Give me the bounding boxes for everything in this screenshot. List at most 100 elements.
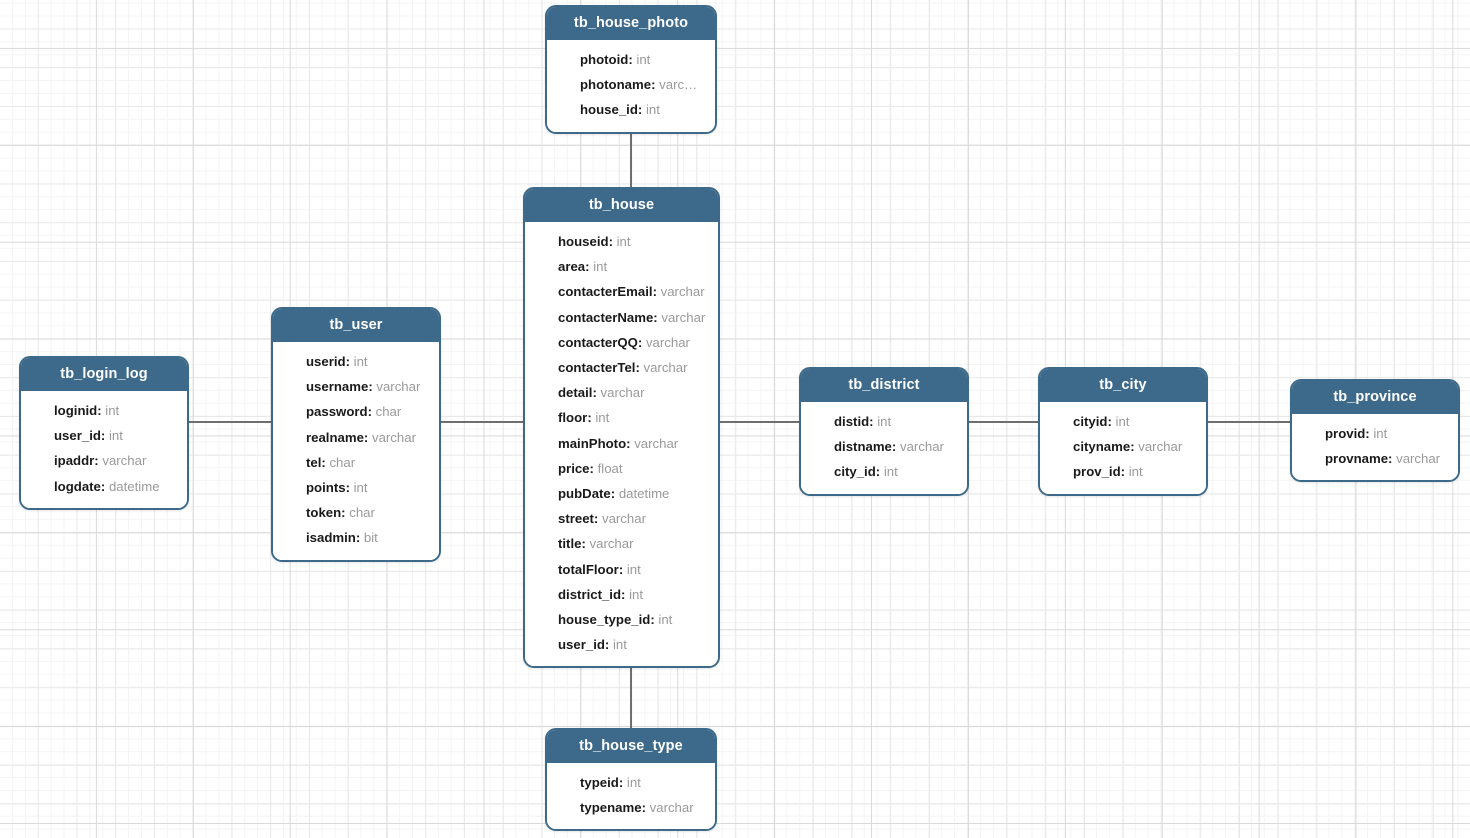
field-row[interactable]: city_id: int [801, 459, 967, 484]
field-row[interactable]: user_id: int [21, 423, 187, 448]
field-row[interactable]: typeid: int [547, 770, 715, 795]
field-row[interactable]: distname: varchar [801, 434, 967, 459]
field-row[interactable]: contacterName: varchar [525, 305, 718, 330]
field-row[interactable]: provid: int [1292, 421, 1458, 446]
field-type: int [353, 354, 368, 369]
field-row[interactable]: district_id: int [525, 582, 718, 607]
field-row[interactable]: totalFloor: int [525, 557, 718, 582]
field-row[interactable]: password: char [273, 399, 439, 424]
field-row[interactable]: area: int [525, 254, 718, 279]
connector-city-province[interactable] [1208, 421, 1290, 423]
connector-photo-house[interactable] [630, 131, 632, 187]
field-row[interactable]: title: varchar [525, 531, 718, 556]
field-type: varchar [589, 536, 634, 552]
field-separator: : [100, 478, 109, 494]
field-separator: : [618, 775, 627, 790]
field-name: prov_id [1073, 464, 1121, 480]
field-row[interactable]: user_id: int [525, 632, 718, 657]
field-name: pubDate [558, 486, 611, 502]
field-separator: : [637, 102, 646, 118]
field-name: cityname [1073, 439, 1131, 455]
field-type: int [645, 102, 660, 118]
field-row[interactable]: photoname: varc… [547, 72, 715, 97]
field-row[interactable]: contacterEmail: varchar [525, 279, 718, 304]
field-separator: : [637, 334, 646, 350]
field-name: title [558, 536, 582, 552]
field-name: detail [558, 385, 593, 401]
field-type: varchar [645, 334, 690, 350]
field-row[interactable]: photoid: int [547, 47, 715, 72]
field-name: house_id [580, 102, 638, 118]
field-row[interactable]: street: varchar [525, 506, 718, 531]
field-name: points [306, 480, 346, 496]
field-type: varchar [661, 309, 706, 325]
field-type: varchar [102, 453, 147, 469]
connector-district-city[interactable] [969, 421, 1038, 423]
field-type: varchar [371, 429, 416, 445]
field-type: int [636, 52, 651, 67]
field-separator: : [891, 439, 900, 455]
field-row[interactable]: isadmin: bit [273, 525, 439, 550]
field-separator: : [608, 234, 617, 249]
field-name: tel [306, 454, 322, 470]
field-row[interactable]: userid: int [273, 349, 439, 374]
field-name: district_id [558, 586, 622, 602]
field-type: char [349, 505, 375, 521]
field-row[interactable]: logdate: datetime [21, 474, 187, 499]
field-row[interactable]: loginid: int [21, 398, 187, 423]
field-row[interactable]: houseid: int [525, 229, 718, 254]
field-row[interactable]: tel: char [273, 450, 439, 475]
field-type: varchar [1138, 439, 1183, 455]
field-name: cityid [1073, 414, 1108, 429]
field-row[interactable]: points: int [273, 475, 439, 500]
field-row[interactable]: contacterQQ: varchar [525, 330, 718, 355]
field-separator: : [610, 486, 619, 502]
field-row[interactable]: typename: varchar [547, 795, 715, 820]
field-row[interactable]: prov_id: int [1040, 459, 1206, 484]
connector-house-housetype[interactable] [630, 666, 632, 728]
field-row[interactable]: realname: varchar [273, 425, 439, 450]
field-row[interactable]: floor: int [525, 405, 718, 430]
field-type: varchar [660, 284, 705, 300]
field-row[interactable]: price: float [525, 456, 718, 481]
connector-house-district[interactable] [720, 421, 799, 423]
connector-loginlog-user[interactable] [189, 421, 271, 423]
field-row[interactable]: token: char [273, 500, 439, 525]
field-row[interactable]: detail: varchar [525, 380, 718, 405]
field-name: price [558, 460, 590, 476]
field-row[interactable]: username: varchar [273, 374, 439, 399]
field-type: varchar [1396, 451, 1441, 467]
field-row[interactable]: cityname: varchar [1040, 434, 1206, 459]
field-name: contacterName [558, 309, 654, 325]
field-row[interactable]: contacterTel: varchar [525, 355, 718, 380]
field-separator: : [621, 586, 630, 602]
field-separator: : [651, 77, 660, 93]
field-row[interactable]: cityid: int [1040, 409, 1206, 434]
field-row[interactable]: distid: int [801, 409, 967, 434]
field-name: house_type_id [558, 612, 651, 628]
field-separator: : [641, 800, 650, 816]
field-row[interactable]: mainPhoto: varchar [525, 431, 718, 456]
field-row[interactable]: ipaddr: varchar [21, 448, 187, 473]
field-separator: : [345, 480, 354, 496]
field-row[interactable]: provname: varchar [1292, 446, 1458, 471]
field-separator: : [626, 435, 635, 451]
field-type: bit [363, 530, 378, 546]
field-row[interactable]: house_id: int [547, 97, 715, 122]
connector-user-house[interactable] [441, 421, 523, 423]
field-row[interactable]: pubDate: datetime [525, 481, 718, 506]
field-name: floor [558, 410, 588, 426]
field-separator: : [589, 460, 598, 476]
field-row[interactable]: house_type_id: int [525, 607, 718, 632]
